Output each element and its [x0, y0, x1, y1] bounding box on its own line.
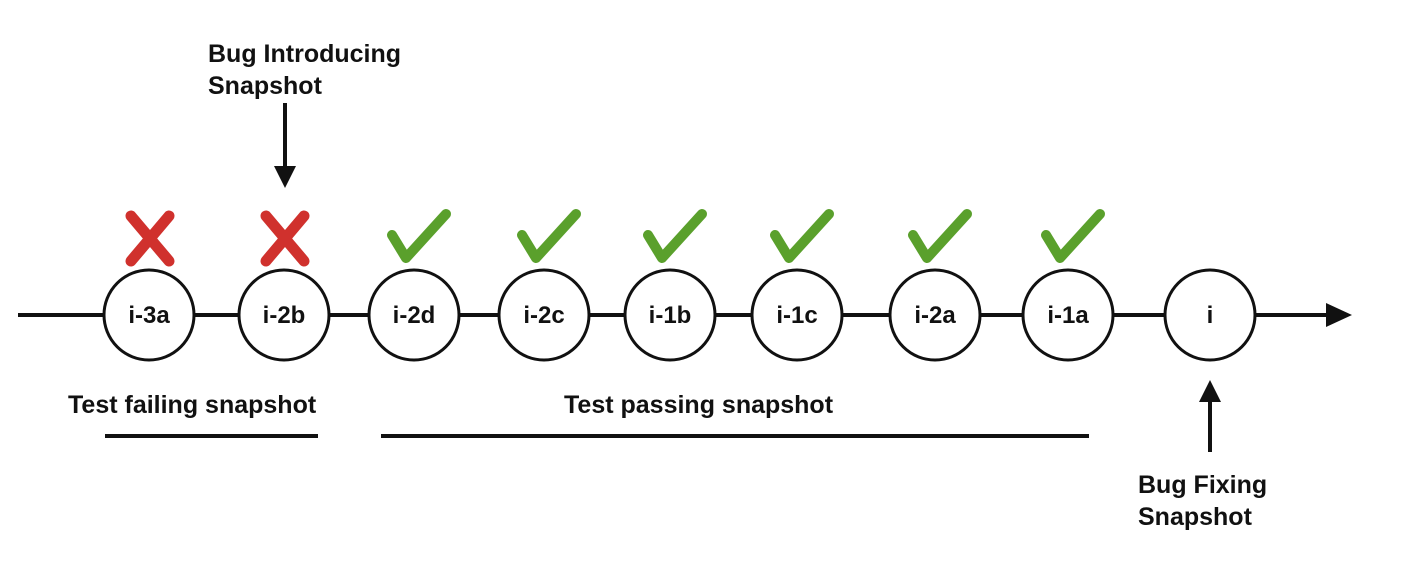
snapshot-node-circle	[367, 268, 461, 362]
snapshot-node: i-2b	[237, 210, 331, 362]
fail-cross-icon	[125, 210, 175, 267]
snapshot-node: i-2a	[888, 209, 982, 362]
bug-fixing-arrowhead	[1199, 380, 1221, 402]
snapshot-node-label: i-2b	[263, 302, 306, 329]
snapshot-node: i-3a	[102, 210, 196, 362]
snapshot-node-label: i	[1207, 302, 1214, 329]
snapshot-node-label: i-1a	[1047, 302, 1089, 329]
snapshot-node-circle	[102, 268, 196, 362]
pass-check-icon	[770, 209, 834, 263]
snapshot-node: i-2c	[497, 209, 591, 362]
snapshot-node-circle	[623, 268, 717, 362]
snapshot-node-label: i-1c	[776, 302, 817, 329]
pass-check-icon	[387, 209, 451, 263]
snapshot-node-label: i-2c	[523, 302, 564, 329]
bug-introducing-label-line1: Bug Introducing	[208, 40, 402, 68]
bug-fixing-label-line2: Snapshot	[1138, 503, 1252, 531]
snapshot-node: i-1c	[750, 209, 844, 362]
bug-introducing-label: Bug Introducing Snapshot	[208, 38, 401, 102]
timeline-arrowhead	[1326, 303, 1352, 327]
snapshot-node: i-2d	[367, 209, 461, 362]
pass-check-icon	[908, 209, 972, 263]
snapshot-node-circle	[497, 268, 591, 362]
snapshot-node: i-1a	[1021, 209, 1115, 362]
snapshot-node-label: i-1b	[649, 302, 692, 329]
snapshot-node-circle	[1021, 268, 1115, 362]
test-passing-label: Test passing snapshot	[564, 391, 834, 419]
pass-check-icon	[517, 209, 581, 263]
snapshot-node-label: i-2d	[393, 302, 436, 329]
pass-check-icon	[643, 209, 707, 263]
pass-check-icon	[1041, 209, 1105, 263]
fail-cross-icon	[260, 210, 310, 267]
snapshot-nodes: i-3a i-2b i-2d i-2c i-1b i-1c i-2a i-1a i	[102, 209, 1257, 362]
bug-fixing-label-line1: Bug Fixing	[1138, 471, 1268, 499]
bug-introducing-label-line2: Snapshot	[208, 72, 322, 100]
snapshot-node-label: i-2a	[914, 302, 956, 329]
snapshot-node-label: i-3a	[128, 302, 170, 329]
bug-introducing-arrowhead	[274, 166, 296, 188]
snapshot-node: i	[1163, 268, 1257, 362]
bug-fixing-label: Bug Fixing Snapshot	[1138, 469, 1267, 533]
snapshot-node: i-1b	[623, 209, 717, 362]
snapshot-node-circle	[1163, 268, 1257, 362]
snapshot-node-circle	[237, 268, 331, 362]
snapshot-node-circle	[750, 268, 844, 362]
test-failing-label: Test failing snapshot	[68, 391, 317, 419]
snapshot-node-circle	[888, 268, 982, 362]
